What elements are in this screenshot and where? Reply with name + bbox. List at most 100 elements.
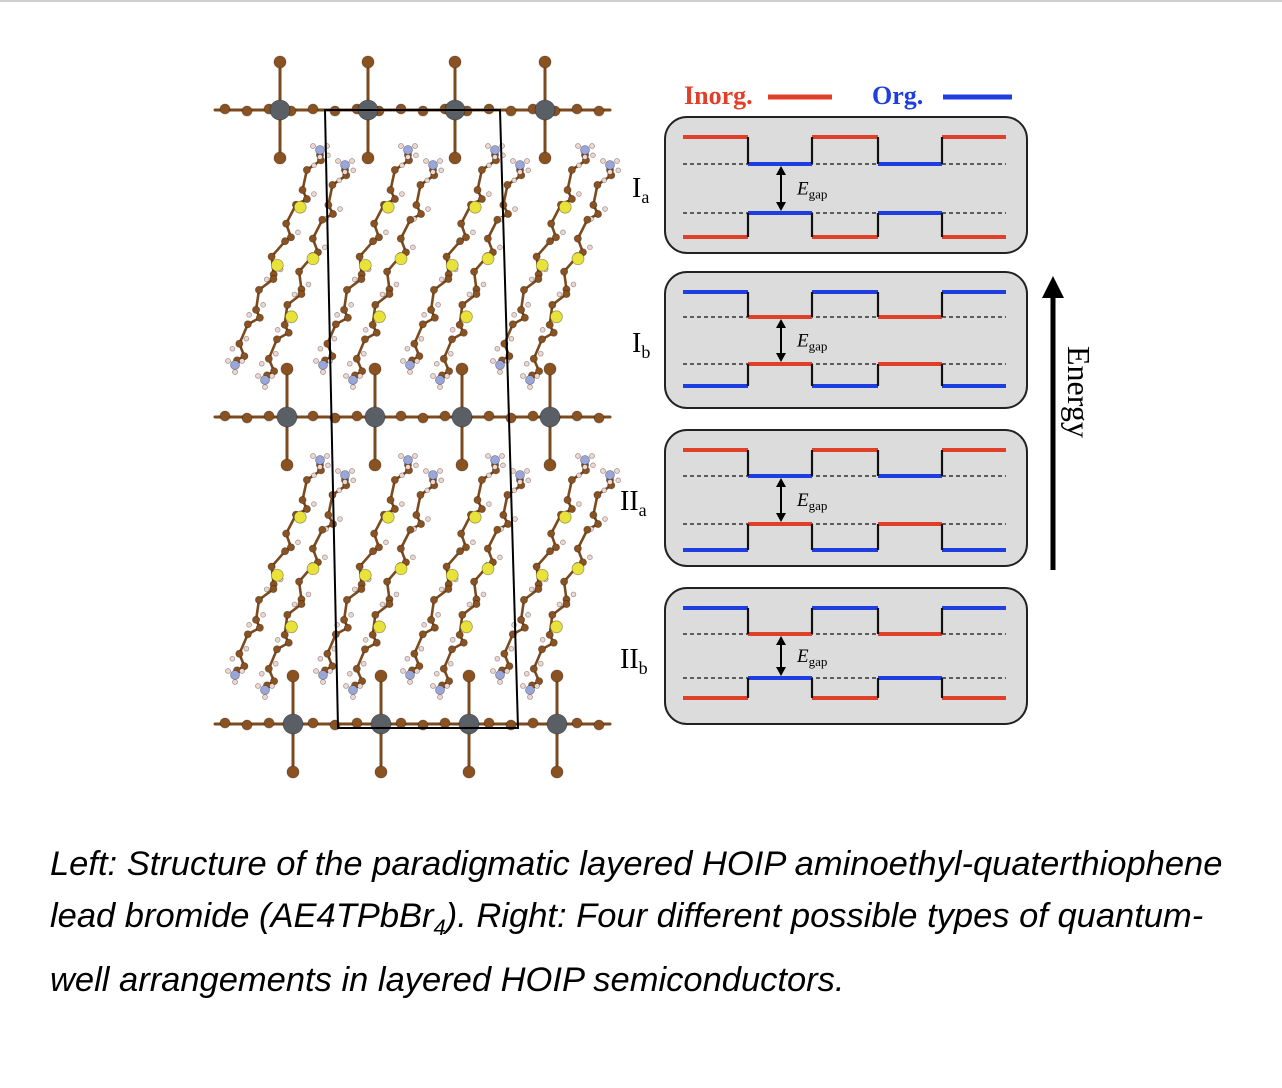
carbon-atom (493, 525, 502, 534)
carbon-atom (417, 520, 426, 529)
panel-label: IIb (620, 644, 648, 678)
carbon-atom (447, 335, 456, 344)
carbon-atom (589, 511, 598, 520)
hydrogen-atom (350, 694, 356, 700)
hydrogen-atom (313, 668, 319, 674)
hydrogen-atom (313, 358, 319, 364)
carbon-atom (235, 649, 244, 658)
carbon-atom (282, 219, 291, 228)
hydrogen-atom (508, 335, 515, 342)
carbon-atom (517, 615, 526, 624)
carbon-atom (298, 186, 307, 195)
carbon-atom (281, 547, 290, 556)
hydrogen-atom (418, 335, 425, 342)
nitrogen-atom (230, 670, 240, 680)
bromine-atom (593, 412, 605, 424)
sulfur-atom (306, 562, 320, 576)
hydrogen-atom (560, 539, 566, 546)
hydrogen-atom (607, 479, 613, 485)
hydrogen-atom (336, 177, 343, 184)
nitrogen-atom (318, 360, 328, 370)
carbon-atom (472, 290, 481, 299)
carbon-atom (459, 328, 468, 337)
hydrogen-atom (437, 158, 443, 164)
carbon-atom (470, 577, 479, 586)
sulfur-atom (394, 562, 408, 576)
carbon-atom (519, 595, 528, 604)
hydrogen-atom (497, 369, 503, 375)
hydrogen-atom (398, 143, 404, 149)
hydrogen-atom (320, 679, 326, 685)
carbon-atom (418, 630, 427, 639)
panel-label-sub: b (639, 658, 648, 678)
lead-atom (370, 713, 392, 735)
carbon-atom (308, 544, 317, 553)
bromine-atom (241, 105, 253, 117)
hydrogen-atom (430, 373, 436, 379)
hydrogen-atom (272, 660, 279, 667)
hydrogen-atom (407, 679, 413, 685)
carbon-atom (444, 585, 453, 594)
bromine-atom (527, 717, 539, 729)
caption-subscript: 4 (433, 914, 446, 940)
bromine-atom (483, 717, 495, 729)
carbon-atom (427, 305, 436, 314)
hydrogen-atom (527, 384, 533, 390)
panel-label-sub: b (641, 342, 650, 362)
carbon-atom (283, 300, 292, 309)
hydrogen-atom (337, 516, 343, 522)
bromine-atom (462, 669, 476, 683)
hydrogen-atom (423, 468, 429, 474)
carbon-atom (352, 664, 361, 673)
bromine-atom (286, 765, 300, 779)
carbon-atom (406, 215, 415, 224)
hydrogen-atom (602, 516, 608, 522)
legend-org-label: Org. (872, 81, 923, 110)
hydrogen-atom (486, 162, 492, 169)
hydrogen-atom (412, 143, 418, 149)
hydrogen-atom (525, 612, 531, 618)
carbon-atom (286, 543, 295, 552)
carbon-atom (415, 352, 424, 361)
carbon-atom (499, 511, 508, 520)
bromine-atom (448, 151, 462, 165)
hydrogen-atom (575, 143, 581, 149)
carbon-atom (357, 275, 366, 284)
hydrogen-atom (504, 668, 510, 674)
carbon-atom (390, 195, 399, 204)
carbon-atom (594, 520, 603, 529)
bromine-atom (462, 765, 476, 779)
nitrogen-atom (260, 685, 270, 695)
bromine-atom (527, 410, 539, 422)
hydrogen-atom (589, 453, 595, 459)
hydrogen-atom (492, 464, 498, 470)
hydrogen-atom (537, 660, 544, 667)
hydrogen-atom (433, 360, 440, 367)
hydrogen-atom (335, 468, 341, 474)
hydrogen-atom (362, 637, 369, 643)
carbon-atom (493, 215, 502, 224)
carbon-atom (386, 496, 395, 505)
hydrogen-atom (351, 276, 358, 283)
hydrogen-atom (343, 683, 349, 689)
sulfur-atom (550, 620, 563, 634)
carbon-atom (461, 543, 470, 552)
carbon-atom (324, 201, 333, 210)
carbon-atom (430, 313, 439, 322)
hydrogen-atom (497, 244, 503, 251)
sulfur-atom (394, 252, 408, 266)
hydrogen-atom (239, 668, 245, 674)
carbon-atom (537, 645, 546, 654)
hydrogen-atom (317, 154, 323, 160)
carbon-atom (551, 543, 560, 552)
hydrogen-atom (485, 143, 491, 149)
gap-label-sub: gap (809, 187, 828, 202)
hydrogen-atom (398, 453, 404, 459)
bromine-atom (417, 412, 429, 424)
carbon-atom (252, 615, 261, 624)
bromine-atom (280, 362, 294, 376)
carbon-atom (243, 630, 252, 639)
carbon-atom (370, 529, 379, 538)
carbon-atom (416, 180, 425, 189)
sulfur-atom (293, 200, 307, 214)
